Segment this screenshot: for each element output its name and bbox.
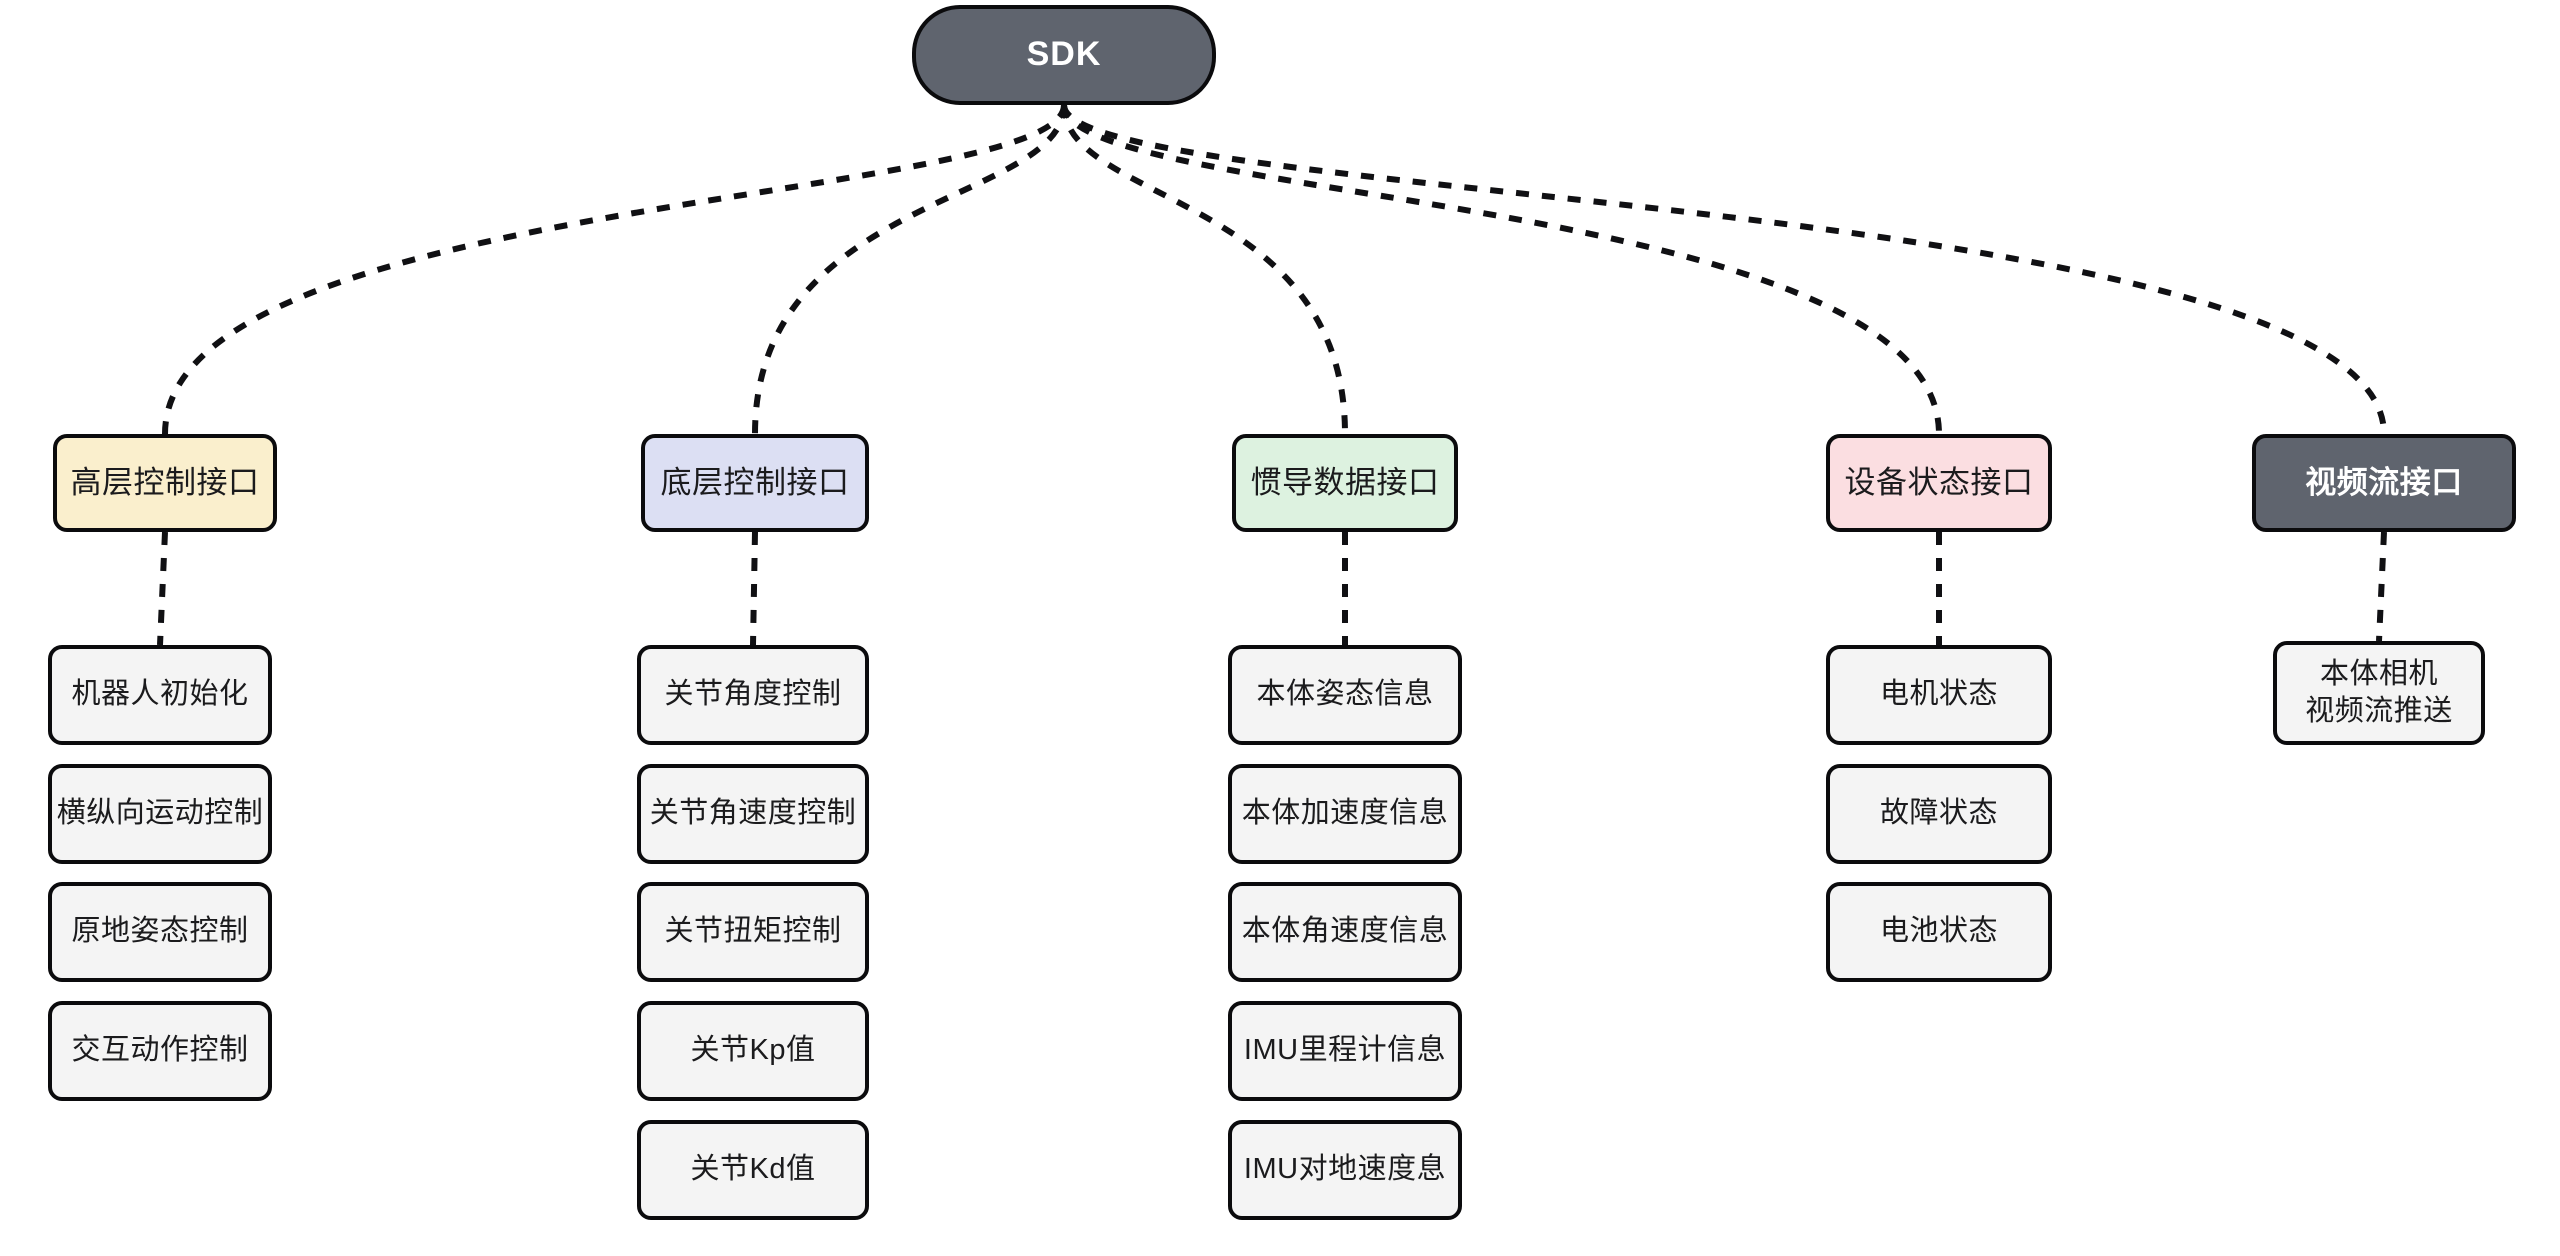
leaf-node-惯导数据接口-2[interactable]: 本体角速度信息	[1228, 882, 1462, 982]
category-node-视频流接口[interactable]: 视频流接口	[2252, 434, 2516, 532]
leaf-node-惯导数据接口-0[interactable]: 本体姿态信息	[1228, 645, 1462, 745]
leaf-node-惯导数据接口-3[interactable]: IMU里程计信息	[1228, 1001, 1462, 1101]
leaf-node-底层控制接口-1[interactable]: 关节角速度控制	[637, 764, 869, 864]
category-node-惯导数据接口[interactable]: 惯导数据接口	[1232, 434, 1458, 532]
leaf-node-高层控制接口-3[interactable]: 交互动作控制	[48, 1001, 272, 1101]
edge-category-高层控制接口-to-leaf-0	[157, 531, 168, 646]
category-node-底层控制接口[interactable]: 底层控制接口	[641, 434, 869, 532]
leaf-node-底层控制接口-4[interactable]: 关节Kd值	[637, 1120, 869, 1220]
leaf-node-视频流接口-0[interactable]: 本体相机 视频流推送	[2273, 641, 2485, 745]
leaf-node-惯导数据接口-1[interactable]: 本体加速度信息	[1228, 764, 1462, 864]
root-node-sdk[interactable]: SDK	[912, 5, 1216, 105]
edge-category-底层控制接口-to-leaf-0	[750, 531, 758, 646]
category-node-设备状态接口[interactable]: 设备状态接口	[1826, 434, 2052, 532]
leaf-node-惯导数据接口-4[interactable]: IMU对地速度息	[1228, 1120, 1462, 1220]
leaf-node-设备状态接口-2[interactable]: 电池状态	[1826, 882, 2052, 982]
edge-sdk-to-category-底层控制接口	[752, 104, 1067, 435]
edge-category-视频流接口-to-leaf-0	[2376, 531, 2387, 642]
category-node-高层控制接口[interactable]: 高层控制接口	[53, 434, 277, 532]
leaf-node-高层控制接口-2[interactable]: 原地姿态控制	[48, 882, 272, 982]
edge-sdk-to-category-视频流接口	[1061, 104, 2387, 435]
leaf-node-底层控制接口-3[interactable]: 关节Kp值	[637, 1001, 869, 1101]
leaf-node-高层控制接口-0[interactable]: 机器人初始化	[48, 645, 272, 745]
leaf-node-高层控制接口-1[interactable]: 横纵向运动控制	[48, 764, 272, 864]
edge-sdk-to-category-惯导数据接口	[1061, 104, 1348, 435]
leaf-node-底层控制接口-2[interactable]: 关节扭矩控制	[637, 882, 869, 982]
leaf-node-设备状态接口-1[interactable]: 故障状态	[1826, 764, 2052, 864]
edge-sdk-to-category-设备状态接口	[1061, 104, 1942, 435]
leaf-node-底层控制接口-0[interactable]: 关节角度控制	[637, 645, 869, 745]
leaf-node-设备状态接口-0[interactable]: 电机状态	[1826, 645, 2052, 745]
edge-sdk-to-category-高层控制接口	[162, 104, 1067, 435]
